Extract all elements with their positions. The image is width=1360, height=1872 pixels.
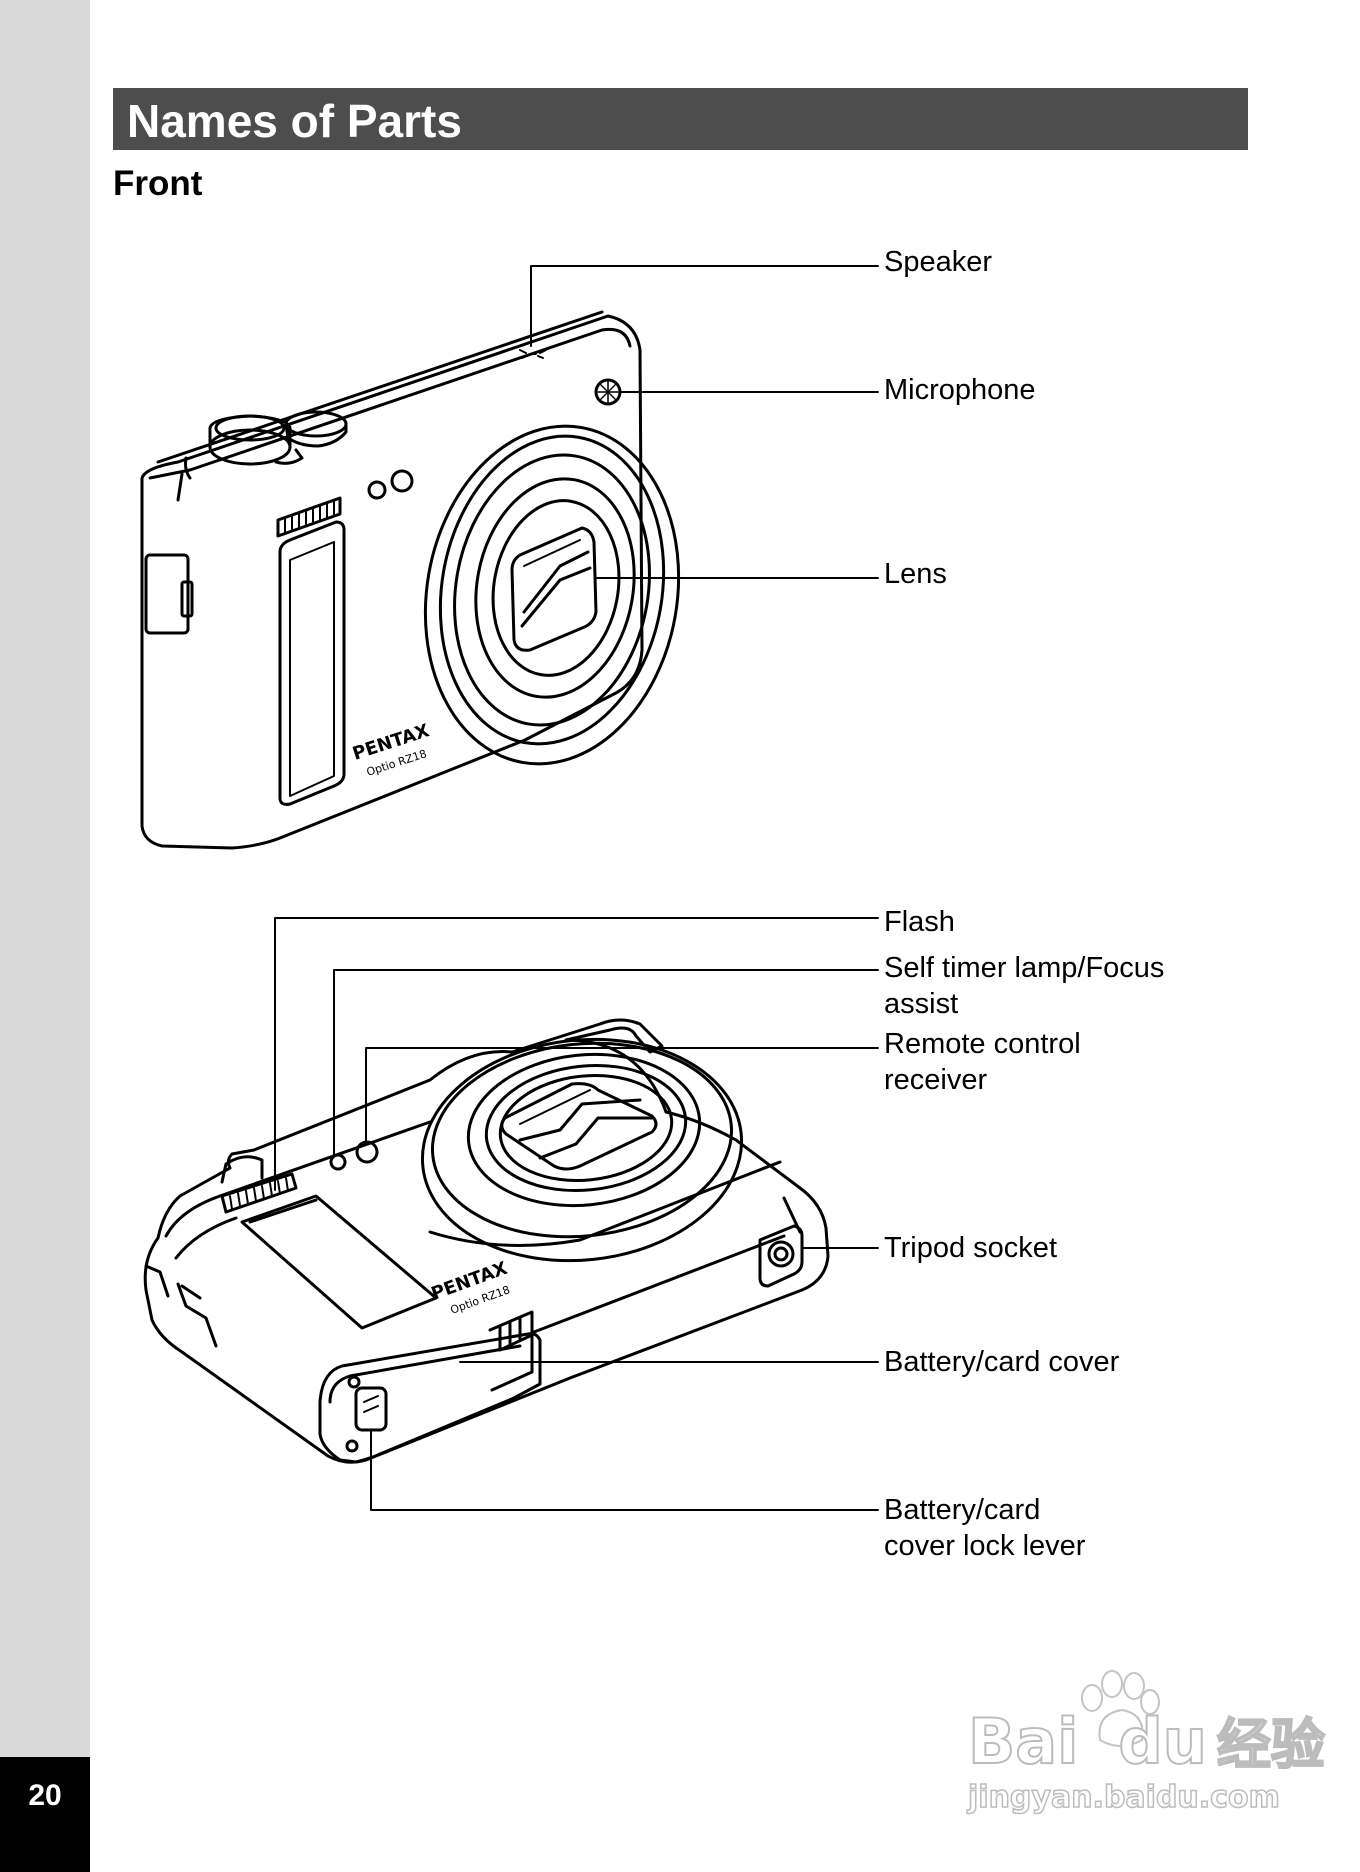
title-bar: Names of Parts: [113, 88, 1248, 150]
lens-assembly-bottom: [420, 1037, 744, 1263]
watermark-logo-bai: Bai: [967, 1704, 1079, 1779]
flash-grill-bottom: [220, 1172, 298, 1214]
battery-lock-callout-line: [370, 1429, 879, 1511]
label-battery-cover: Battery/card cover: [884, 1346, 1120, 1378]
speaker-callout-line: [530, 265, 879, 347]
self-timer-callout-line: [333, 969, 879, 1155]
label-battery-lock: Battery/card cover lock lever: [884, 1492, 1085, 1564]
label-flash: Flash: [884, 906, 955, 938]
page-number: 20: [28, 1779, 62, 1812]
watermark-url: jingyan.baidu.com: [967, 1779, 1280, 1816]
watermark-paw-icon: [1081, 1670, 1160, 1747]
remote-callout-line: [365, 1047, 879, 1143]
label-self-timer: Self timer lamp/Focus assist: [884, 950, 1164, 1022]
label-microphone: Microphone: [884, 374, 1036, 406]
label-remote: Remote control receiver: [884, 1026, 1081, 1098]
battery-cover-illustration: [318, 1310, 542, 1464]
watermark-logo-cn: 经验: [1216, 1712, 1326, 1777]
page-title: Names of Parts: [127, 95, 462, 147]
tripod-socket-illustration: [758, 1224, 804, 1288]
section-heading: Front: [113, 164, 203, 203]
lens-assembly: [423, 424, 681, 766]
label-battery-lock-line2: cover lock lever: [884, 1530, 1086, 1562]
label-battery-lock-line1: Battery/card: [884, 1494, 1041, 1526]
label-remote-line2: receiver: [884, 1064, 988, 1096]
label-self-timer-line1: Self timer lamp/Focus: [884, 952, 1165, 984]
label-self-timer-line2: assist: [884, 988, 959, 1020]
callout-lines: [274, 265, 879, 1511]
label-remote-line1: Remote control: [884, 1028, 1081, 1060]
label-tripod-socket: Tripod socket: [884, 1232, 1057, 1264]
camera-bottom-illustration: PENTAX Optio RZ18: [143, 1018, 830, 1464]
label-speaker: Speaker: [884, 246, 993, 278]
flash-grill: [276, 496, 342, 538]
microphone-symbol: [594, 378, 622, 406]
label-lens: Lens: [884, 558, 947, 590]
page-number-box: 20: [0, 1757, 90, 1872]
flash-callout-line: [274, 917, 879, 1191]
page-margin-bar: [0, 0, 90, 1872]
watermark-logo-du: du: [1117, 1704, 1208, 1779]
speaker-holes: [519, 349, 547, 359]
